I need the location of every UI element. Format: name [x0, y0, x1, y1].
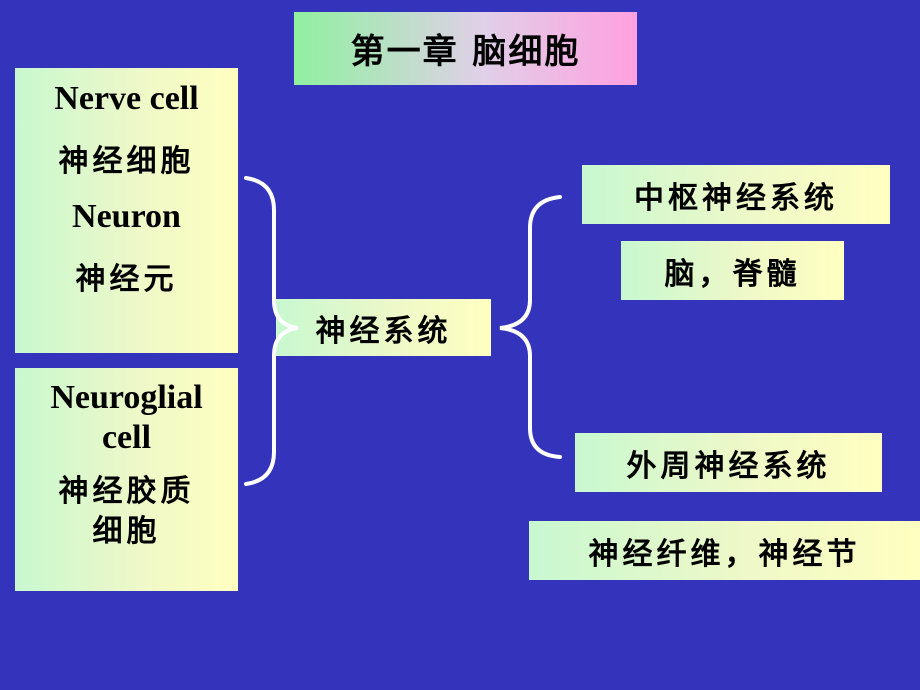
nerve-cell-cn: 神经细胞	[58, 144, 195, 179]
glial-cell-box: Neuroglial cell 神经胶质 细胞	[15, 368, 238, 591]
pns-label: 外周神经系统	[626, 448, 831, 484]
glial-cell-cn-line2: 细胞	[92, 514, 161, 549]
pns-box: 外周神经系统	[575, 433, 882, 492]
pns-parts-label: 神经纤维，神经节	[588, 536, 861, 572]
nerve-cell-en: Nerve cell	[54, 80, 199, 117]
neuron-en: Neuron	[72, 198, 181, 235]
cns-label: 中枢神经系统	[634, 180, 838, 216]
left-brace	[244, 176, 299, 486]
glial-cell-en-line2: cell	[101, 419, 152, 456]
page-title: 第一章 脑细胞	[294, 12, 637, 85]
glial-cell-cn-line1: 神经胶质	[58, 474, 195, 509]
right-brace	[499, 195, 562, 459]
page-title-text: 第一章 脑细胞	[350, 32, 581, 72]
nervous-system-box: 神经系统	[276, 299, 491, 356]
glial-cell-en-line1: Neuroglial	[50, 379, 203, 416]
nervous-system-label: 神经系统	[315, 313, 452, 349]
cns-parts-label: 脑，脊髓	[664, 256, 801, 292]
neuron-cn: 神经元	[75, 262, 178, 297]
cns-box: 中枢神经系统	[582, 165, 890, 224]
cns-parts-box: 脑，脊髓	[621, 241, 844, 300]
nerve-cell-box: Nerve cell 神经细胞 Neuron 神经元	[15, 68, 238, 353]
pns-parts-box: 神经纤维，神经节	[529, 521, 920, 580]
